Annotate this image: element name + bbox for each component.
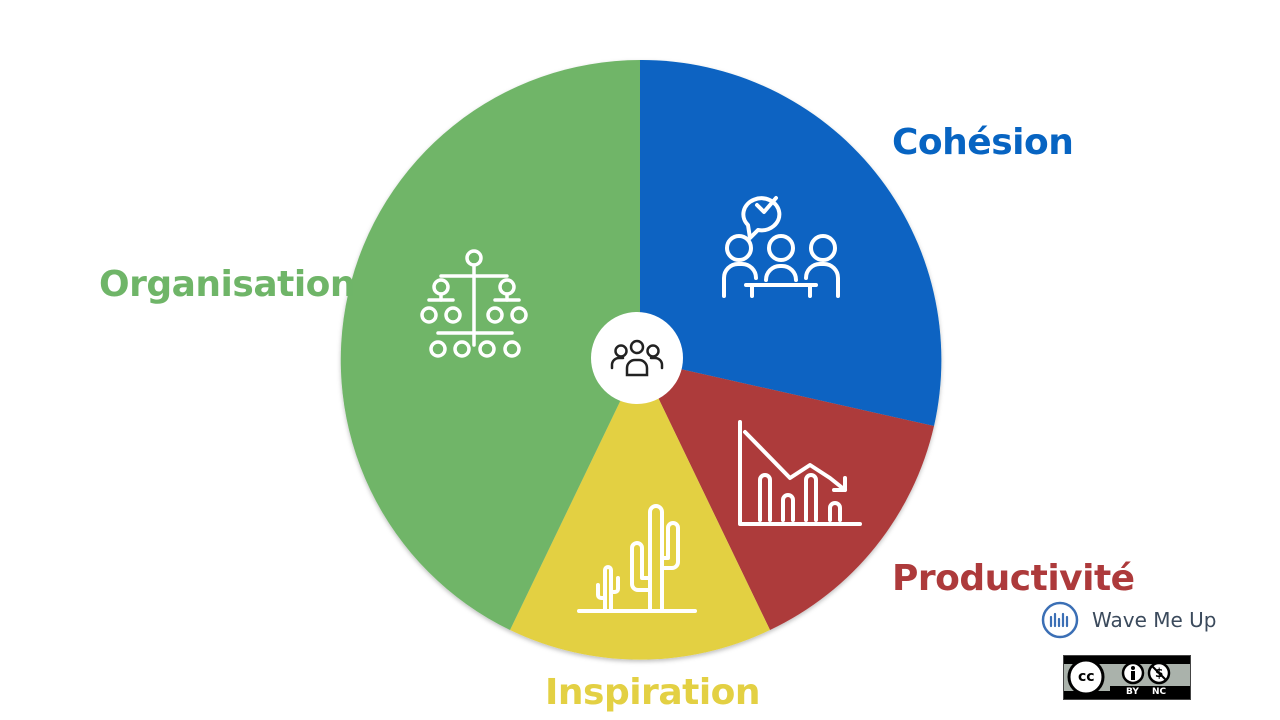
label-productivite: Productivité bbox=[892, 558, 1135, 599]
brand: Wave Me Up bbox=[1040, 600, 1217, 640]
cactus-desert-icon bbox=[577, 504, 697, 613]
label-cohesion: Cohésion bbox=[892, 122, 1074, 163]
cc-by-label: BY bbox=[1126, 687, 1139, 697]
cc-dollar-glyph: $ bbox=[1155, 666, 1164, 680]
center-badge bbox=[591, 312, 683, 404]
cc-by-nc-icon: cc BY NC $ bbox=[1063, 655, 1191, 700]
team-meeting-icon bbox=[722, 196, 840, 298]
brand-name: Wave Me Up bbox=[1092, 608, 1217, 632]
cc-label: cc bbox=[1078, 669, 1095, 685]
org-chart-icon bbox=[420, 249, 528, 358]
segment-organisation bbox=[340, 60, 640, 630]
group-icon bbox=[610, 339, 664, 377]
segment-inspiration bbox=[510, 360, 770, 660]
wave-logo-icon bbox=[1041, 601, 1079, 639]
label-inspiration: Inspiration bbox=[545, 672, 761, 713]
cc-nc-label: NC bbox=[1152, 687, 1167, 697]
label-organisation: Organisation bbox=[99, 264, 356, 305]
declining-chart-icon bbox=[738, 420, 862, 526]
